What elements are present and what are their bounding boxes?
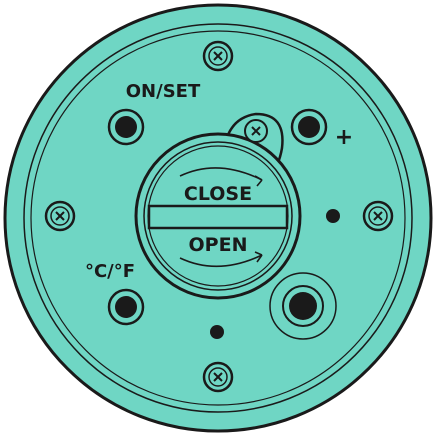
screw-top xyxy=(202,40,234,72)
round-button-icon xyxy=(298,116,320,138)
screw-cross-icon xyxy=(55,211,65,221)
tab-screw xyxy=(244,119,268,143)
round-button-icon xyxy=(115,116,137,138)
close-label: CLOSE xyxy=(184,183,252,205)
lock-cap-ring xyxy=(143,141,293,291)
indicator-dot-bottom xyxy=(210,325,224,339)
plus-button[interactable] xyxy=(290,108,328,146)
plus-label: + xyxy=(335,125,353,150)
on-set-button[interactable] xyxy=(107,108,145,146)
screw-left xyxy=(44,200,76,232)
panel-inner-ring xyxy=(23,23,413,413)
lock-grip-bar[interactable] xyxy=(147,204,289,230)
lock-cap[interactable]: CLOSE OPEN xyxy=(134,112,302,300)
panel-inner-ring-2 xyxy=(30,30,406,406)
screw-right xyxy=(362,200,394,232)
on-set-label: ON/SET xyxy=(126,81,201,102)
large-port[interactable] xyxy=(269,272,337,340)
indicator-dot-right xyxy=(326,209,340,223)
screw-cross-icon xyxy=(213,372,223,382)
screw-cross-icon xyxy=(373,211,383,221)
screw-cross-icon xyxy=(213,51,223,61)
unit-toggle-button[interactable] xyxy=(107,288,145,326)
open-label: OPEN xyxy=(189,234,248,256)
screw-cross-icon xyxy=(251,126,261,136)
round-button-icon xyxy=(289,292,317,320)
unit-toggle-label: °C/°F xyxy=(85,261,135,282)
round-button-icon xyxy=(115,296,137,318)
rotate-arrow-icon xyxy=(179,251,263,268)
rotate-arrow-icon xyxy=(179,167,263,187)
screw-bottom xyxy=(202,361,234,393)
